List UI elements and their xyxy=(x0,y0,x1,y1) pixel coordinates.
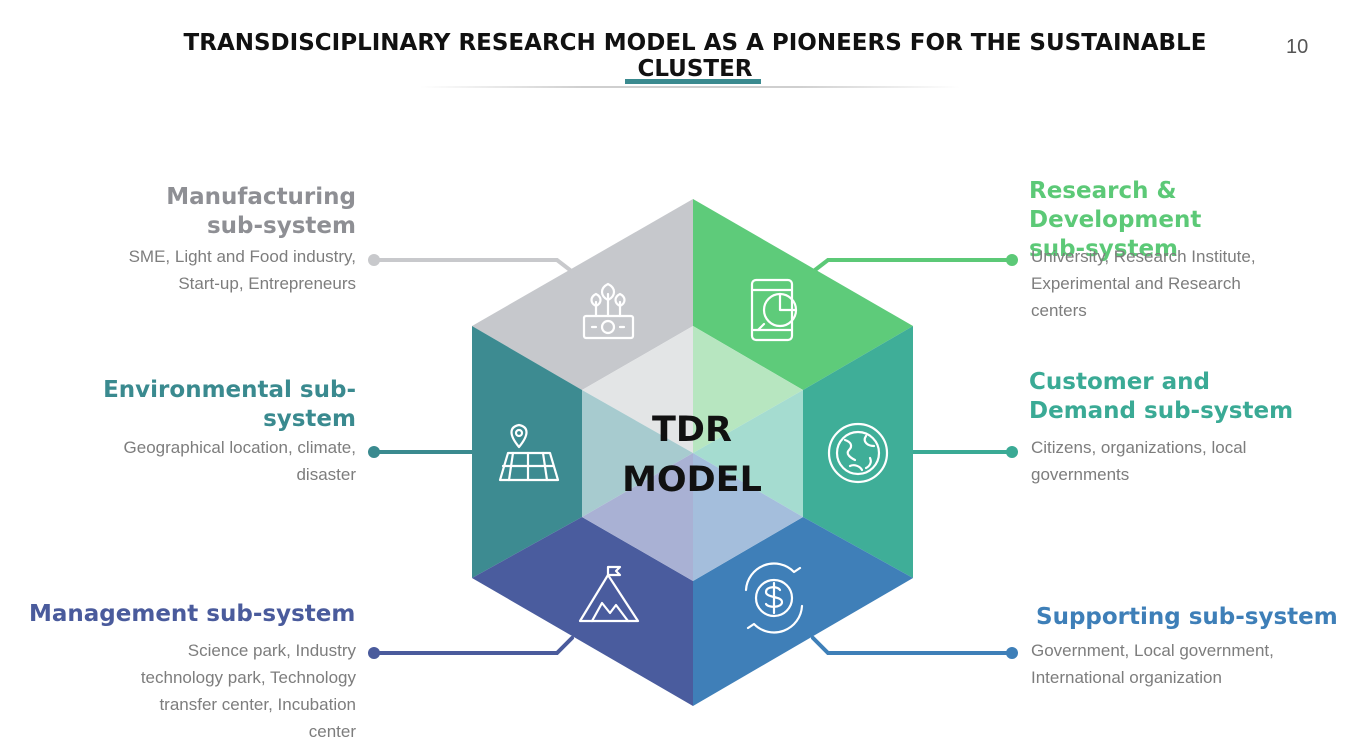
slide-title: TRANSDISCIPLINARY RESEARCH MODEL AS A PI… xyxy=(183,30,1207,82)
environmental-description: Geographical location, climate, disaster xyxy=(123,438,356,484)
management-heading: Management sub-system xyxy=(29,601,356,627)
segment-customer xyxy=(803,326,913,578)
manufacturing-heading: Manufacturing sub-system xyxy=(166,184,356,239)
center-label: TDR MODEL xyxy=(622,410,762,500)
plant-money-icon xyxy=(582,282,635,340)
research-development-description: University, Research Institute, Experime… xyxy=(1031,247,1256,320)
management-description: Science park, Industry technology park, … xyxy=(140,641,356,741)
customer-demand-description: Citizens, organizations, local governmen… xyxy=(1031,438,1247,484)
research-development-heading: Research & Development sub-system xyxy=(1029,178,1202,262)
mountain-flag-icon xyxy=(578,565,640,623)
title-divider xyxy=(420,86,960,88)
core-bottom-left xyxy=(582,453,693,581)
connector-management xyxy=(372,636,574,655)
connector-dot-customer xyxy=(1006,446,1018,458)
connector-dot-manufacturing xyxy=(368,254,380,266)
connector-dot-management xyxy=(368,647,380,659)
page-number: 10 xyxy=(1286,36,1309,58)
supporting-description: Government, Local government, Internatio… xyxy=(1031,641,1274,687)
title-underline-accent xyxy=(625,79,761,84)
connector-supporting xyxy=(811,636,1014,655)
connector-dot-research xyxy=(1006,254,1018,266)
phone-chart-icon xyxy=(750,278,798,342)
segment-research xyxy=(693,199,913,390)
segment-management xyxy=(472,517,693,706)
environmental-heading: Environmental sub- system xyxy=(103,377,356,432)
customer-demand-heading: Customer and Demand sub-system xyxy=(1029,369,1294,424)
core-right xyxy=(693,390,803,517)
map-pin-icon xyxy=(498,423,560,482)
connector-research xyxy=(813,258,1014,272)
dollar-cycle-icon xyxy=(744,562,804,634)
manufacturing-description: SME, Light and Food industry, Start-up, … xyxy=(128,247,356,293)
globe-icon xyxy=(827,422,889,484)
supporting-heading: Supporting sub-system xyxy=(1036,604,1338,630)
core-left xyxy=(582,390,693,517)
core-top-left xyxy=(582,326,693,453)
core-bottom-right xyxy=(693,453,803,581)
segment-manufacturing xyxy=(472,199,693,390)
connector-dot-supporting xyxy=(1006,647,1018,659)
connector-manufacturing xyxy=(372,258,572,272)
connector-dot-environmental xyxy=(368,446,380,458)
core-top-right xyxy=(693,326,803,453)
segment-supporting xyxy=(693,517,913,706)
